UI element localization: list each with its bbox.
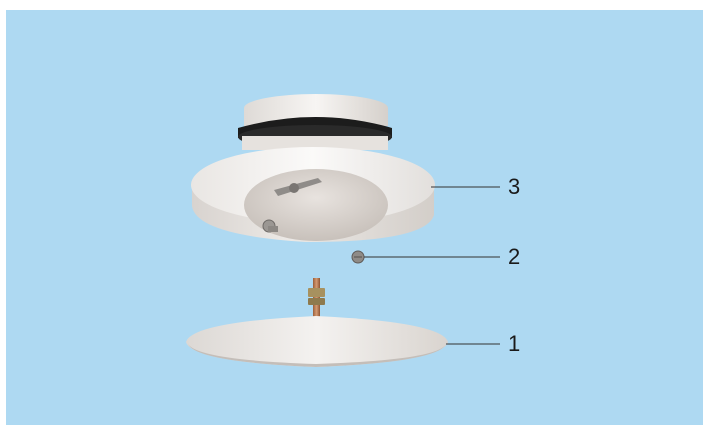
ring-screw-shank: [268, 226, 278, 232]
part-1-disc: [186, 278, 448, 367]
rod-nut-upper: [308, 288, 325, 297]
exploded-assembly-drawing: [6, 10, 703, 425]
callout-label-1: 1: [508, 333, 520, 355]
part-3-housing: [191, 94, 435, 242]
disc-plate: [186, 316, 448, 367]
rod-nut-lower: [308, 298, 325, 305]
inner-bracket-pivot: [289, 183, 299, 193]
callout-label-2: 2: [508, 246, 520, 268]
part-2-screw: [352, 251, 364, 263]
callout-label-3: 3: [508, 176, 520, 198]
diagram-panel: 3 2 1: [6, 10, 703, 425]
